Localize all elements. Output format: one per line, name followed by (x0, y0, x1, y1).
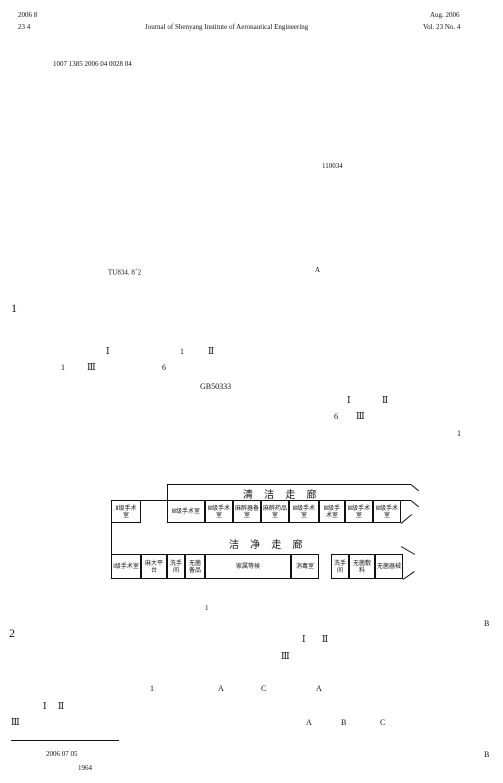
text-fragment: Ⅲ (356, 411, 365, 421)
room-label: 无菌备品 (185, 554, 205, 579)
header-issue-year: 2006 8 (18, 11, 38, 19)
section-2-heading: 2 (9, 626, 15, 640)
header-volume-en: Vol. 23 No. 4 (423, 23, 461, 31)
margin-marker: B (484, 750, 490, 759)
room-label: 洗手间 (331, 554, 349, 579)
text-fragment: Ⅰ (347, 395, 351, 405)
text-fragment: Ⅱ (382, 395, 389, 405)
header-month-en: Aug. 2006 (430, 11, 460, 19)
text-fragment: B (341, 718, 347, 727)
header-volume-cn: 23 4 (18, 23, 31, 31)
text-fragment: Ⅲ (281, 651, 290, 661)
text-fragment: Ⅲ (11, 717, 20, 727)
room-label: Ⅲ级手术室 (319, 500, 345, 523)
text-fragment: Ⅱ (322, 634, 329, 644)
room-label: Ⅱ级手术室 (111, 500, 141, 523)
standard-code: GB50333 (200, 382, 232, 391)
postcode: 110034 (322, 162, 343, 170)
document-code: A (315, 266, 321, 274)
room-label: Ⅲ级手术室 (289, 500, 319, 523)
clean-corridor-label: 清 洁 走 廊 (243, 490, 321, 501)
floor-plan-figure: 清 洁 走 廊 Ⅱ级手术室 Ⅲ级手术室 Ⅲ级手术室 麻醉器备室 麻醉药品室 Ⅲ级… (111, 480, 419, 585)
room-label: Ⅲ级手术室 (205, 500, 233, 523)
text-fragment: Ⅲ (87, 362, 96, 372)
sterile-corridor-label: 洁 净 走 廊 (229, 540, 307, 551)
text-fragment: 6 (334, 412, 338, 421)
room-label: Ⅲ级手术室 (167, 500, 205, 523)
text-fragment: 1 (150, 684, 154, 693)
text-fragment: A (306, 718, 312, 727)
author-birth-year: 1964 (78, 764, 92, 772)
text-fragment: Ⅰ (106, 346, 110, 356)
room-label: 麻醉器备室 (233, 500, 261, 523)
text-fragment: 1 (61, 363, 65, 372)
text-fragment: Ⅱ (58, 701, 65, 711)
text-fragment: A (316, 684, 322, 693)
room-label: Ⅰ级手术室 (111, 554, 141, 579)
received-date: 2006 07 05 (46, 750, 78, 758)
text-fragment: Ⅱ (208, 346, 215, 356)
text-fragment: Ⅰ (302, 634, 306, 644)
room-label: 家属等候 (205, 554, 291, 579)
room-label: 无菌器械 (375, 554, 403, 579)
figure-caption: 1 (205, 604, 209, 612)
footnote-rule (11, 740, 119, 741)
classification-number: TU834. 8+2 (108, 268, 142, 277)
journal-name: Journal of Shenyang Institute of Aeronau… (145, 23, 309, 31)
text-fragment: C (380, 718, 386, 727)
section-1-heading: 1 (11, 301, 17, 315)
text-fragment: Ⅰ (43, 701, 47, 711)
room-label: Ⅲ级手术室 (345, 500, 373, 523)
room-label: 无菌敷料 (349, 554, 375, 579)
text-fragment: A (218, 684, 224, 693)
article-id: 1007 1385 2006 04 0028 04 (53, 60, 132, 68)
text-fragment: 1 (180, 347, 184, 356)
room-label: 消毒室 (291, 554, 319, 579)
room-label: Ⅲ级手术室 (373, 500, 401, 523)
margin-marker: B (484, 619, 490, 628)
room-label: 麻大平台 (141, 554, 167, 579)
text-fragment: 6 (162, 363, 166, 372)
text-fragment: 1 (457, 429, 461, 438)
text-fragment: C (261, 684, 267, 693)
room-label: 洗手间 (167, 554, 185, 579)
room-label: 麻醉药品室 (261, 500, 289, 523)
